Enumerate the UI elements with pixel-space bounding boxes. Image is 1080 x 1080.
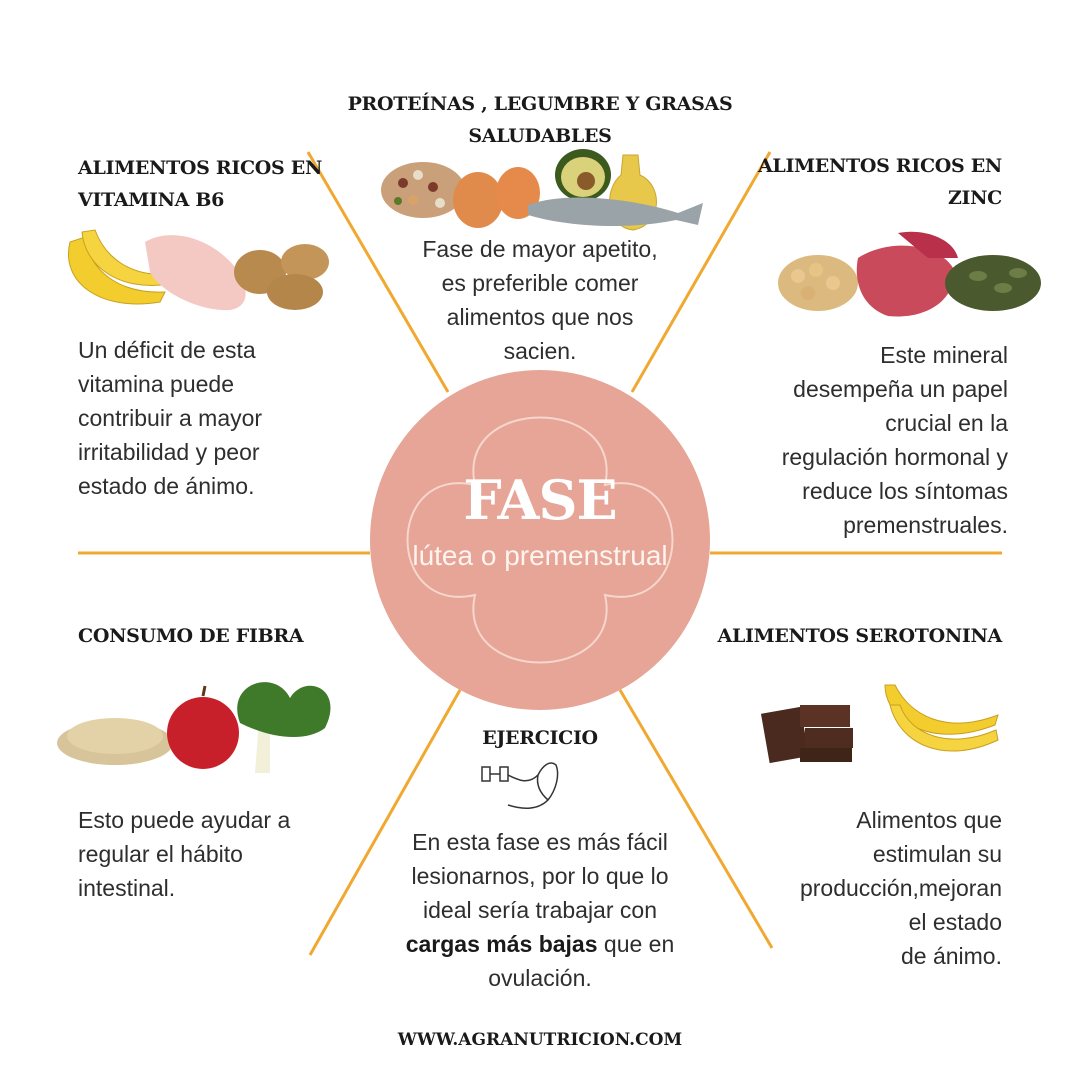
serotonin-illustration [760,684,999,764]
b6-text-line-2: vitamina puede [78,371,234,397]
serotonin-heading: ALIMENTOS SEROTONINA [717,625,1003,647]
zinc-illustration [778,231,1041,317]
proteins-heading-line-2: SALUDABLES [468,125,612,147]
serotonin-text: Alimentos que estimulan su producción,me… [700,803,1002,973]
exercise-text-line-5: ovulación. [488,965,592,991]
fiber-text-line-2: regular el hábito [78,841,243,867]
b6-illustration [68,229,329,311]
b6-heading: ALIMENTOS RICOS EN VITAMINA B6 [78,152,338,216]
exercise-text-line-4: cargas más bajas que en [365,927,715,961]
proteins-heading: PROTEÍNAS , LEGUMBRE Y GRASAS SALUDABLES [330,88,750,152]
divider-line-upper-right [630,151,772,393]
proteins-text-line-4: sacien. [503,338,577,364]
phase-subtitle: lútea o premenstrual [412,540,668,571]
exercise-heading: EJERCICIO [482,727,598,749]
exercise-text-line-1: En esta fase es más fácil [412,829,668,855]
banana-icon [884,684,999,752]
fish-icon [528,197,703,227]
oats-icon [57,718,173,765]
arm-dumbbell-icon [481,762,559,810]
legumes-icon [381,162,465,218]
zinc-heading: ALIMENTOS RICOS EN ZINC [742,150,1002,214]
b6-text-line-3: contribuir a mayor [78,405,263,431]
chicken-breast-icon [145,235,246,311]
fiber-illustration [57,682,331,773]
b6-heading-line-1: ALIMENTOS RICOS EN [78,157,323,179]
divider-line-upper-left [306,151,450,393]
b6-heading-line-2: VITAMINA B6 [78,189,225,211]
exercise-text: En esta fase es más fácil lesionarnos, p… [365,825,715,995]
exercise-text-tail: que en [597,931,675,957]
exercise-text-line-3: ideal sería trabajar con [423,897,657,923]
fiber-text-line-3: intestinal. [78,875,176,901]
proteins-text: Fase de mayor apetito, es preferible com… [370,232,710,368]
b6-text-line-1: Un déficit de esta [78,337,256,363]
proteins-illustration [381,149,703,231]
meat-icon [856,231,958,317]
fiber-text: Esto puede ayudar a regular el hábito in… [78,803,378,905]
serotonin-text-line-1: Alimentos que [856,807,1002,833]
proteins-text-line-1: Fase de mayor apetito, [422,236,658,262]
divider-line-lower-right [618,689,774,949]
apple-icon [167,685,239,769]
zinc-heading-line-1: ALIMENTOS RICOS EN [757,155,1002,177]
fiber-heading: CONSUMO DE FIBRA [78,625,304,647]
potatoes-icon [234,244,329,310]
avocado-icon [555,149,611,201]
chard-icon [237,682,331,773]
exercise-text-line-2: lesionarnos, por lo que lo [411,863,669,889]
pumpkin-seeds-icon [945,255,1041,311]
zinc-text-line-6: premenstruales. [843,512,1008,538]
zinc-text-line-2: desempeña un papel [793,376,1008,402]
exercise-emphasis: cargas más bajas [405,931,598,957]
chocolate-icon [760,705,853,764]
serotonin-text-line-5: de ánimo. [900,943,1002,969]
zinc-text-line-5: reduce los síntomas [802,478,1008,504]
serotonin-text-line-2: estimulan su [872,841,1002,867]
serotonin-text-line-4: el estado [908,909,1002,935]
zinc-text: Este mineral desempeña un papel crucial … [700,338,1008,542]
b6-text-line-4: irritabilidad y peor [78,439,260,465]
divider-line-lower-left [308,689,462,956]
serotonin-text-line-3: producción,mejoran [799,875,1002,901]
zinc-text-line-1: Este mineral [880,342,1008,368]
zinc-text-line-3: crucial en la [885,410,1008,436]
proteins-heading-line-1: PROTEÍNAS , LEGUMBRE Y GRASAS [347,93,733,115]
proteins-text-line-2: es preferible comer [441,270,639,296]
fiber-text-line-1: Esto puede ayudar a [78,807,291,833]
b6-text-line-5: estado de ánimo. [78,473,255,499]
website-link[interactable]: WWW.AGRANUTRICION.COM [397,1030,683,1050]
zinc-text-line-4: regulación hormonal y [781,444,1008,470]
phase-title: FASE [463,468,617,532]
proteins-text-line-3: alimentos que nos [446,304,634,330]
chickpeas-icon [778,255,858,311]
zinc-heading-line-2: ZINC [947,187,1002,209]
eggs-icon [453,167,540,228]
b6-text: Un déficit de esta vitamina puede contri… [78,333,378,503]
center-flower [370,370,710,710]
